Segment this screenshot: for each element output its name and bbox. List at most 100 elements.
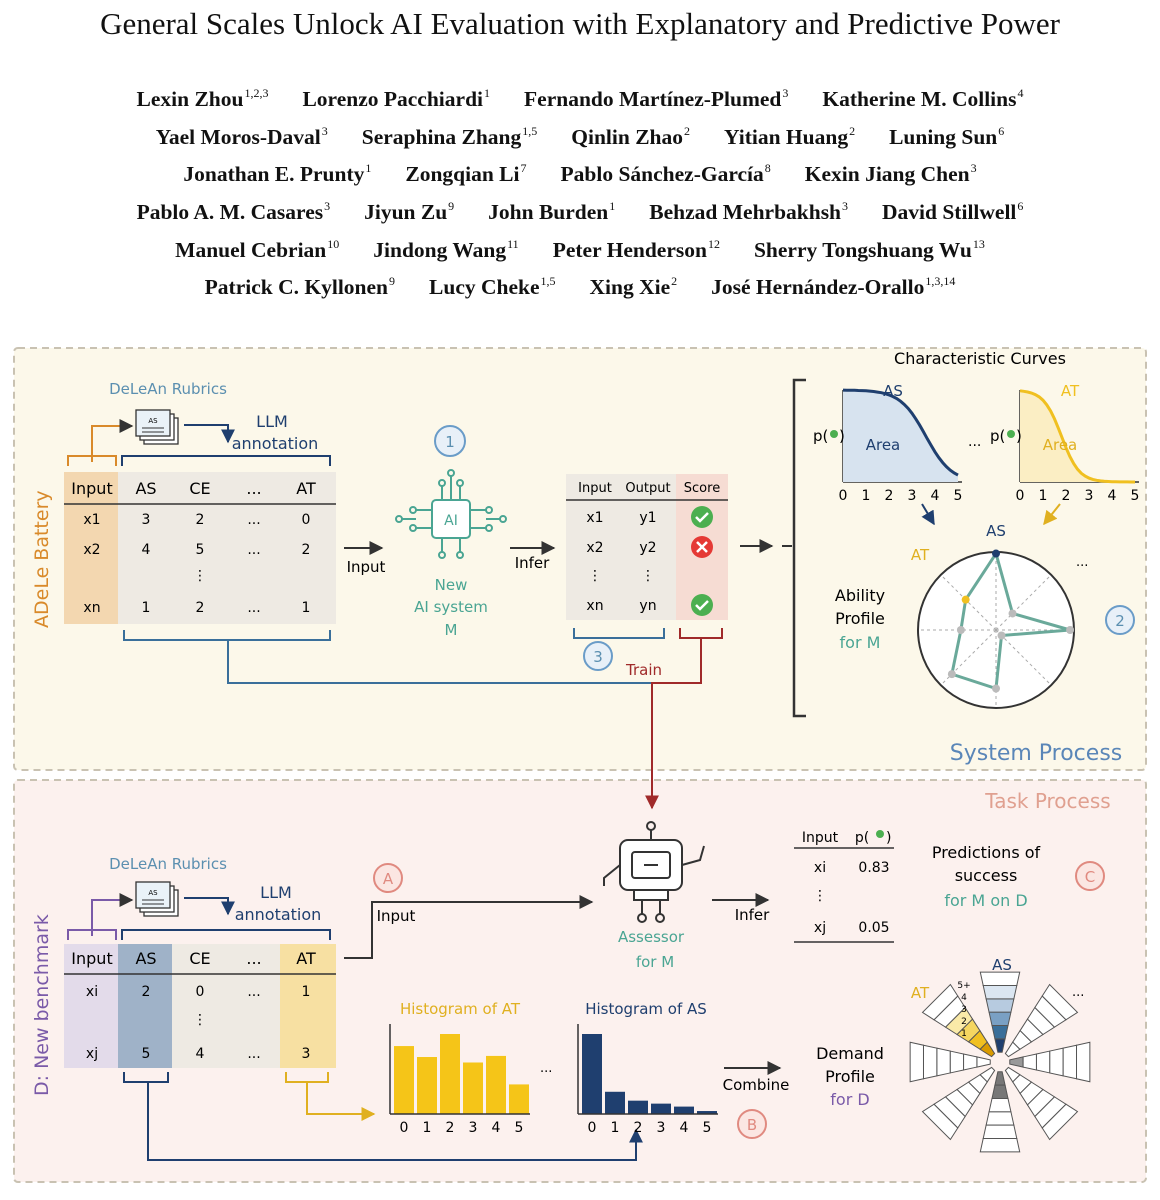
demand-segment (1035, 1050, 1051, 1074)
histogram-bar (651, 1103, 671, 1114)
demand-level-label: 1 (961, 1029, 967, 1039)
table-cell: ⋮ (193, 1012, 207, 1028)
success-check-icon (691, 594, 713, 616)
table-cell: x1 (83, 512, 100, 528)
table-header: Input (578, 481, 612, 496)
author-affiliation: 6 (998, 123, 1005, 138)
table-header: Score (684, 481, 720, 496)
step-c-marker: C (1085, 868, 1095, 886)
histogram-tick-label: 2 (446, 1120, 455, 1136)
svg-text:AS: AS (148, 889, 158, 897)
author-name: José Hernández-Orallo1,3,14 (711, 274, 956, 300)
demand-segment (979, 971, 1021, 986)
combine-label: Combine (723, 1076, 790, 1094)
infer-label-top: Infer (515, 554, 550, 572)
demand-segment (1062, 1044, 1078, 1080)
histogram-bar (509, 1084, 529, 1114)
assessor-label-1: Assessor (618, 928, 685, 946)
table-cell: 2 (302, 542, 311, 558)
rubrics-label-bottom: DeLeAn Rubrics (109, 855, 227, 873)
check-mark (695, 512, 709, 523)
histogram-tick-label: 2 (634, 1120, 643, 1136)
demand-segment (909, 1041, 924, 1083)
train-assessor-arrow (645, 638, 702, 810)
predictions-label-1: Predictions of (932, 843, 1041, 862)
author-affiliation: 3 (324, 199, 331, 214)
table-cell: ⋮ (641, 568, 655, 584)
rubric-to-llm-arrow (184, 424, 235, 444)
table-cell: ⋮ (813, 888, 827, 904)
author-affiliation: 9 (389, 274, 396, 289)
radar-point (992, 684, 1000, 693)
histogram-tick-label: 0 (400, 1120, 409, 1136)
author-affiliation: 3 (970, 161, 977, 176)
table-header: AS (135, 479, 156, 498)
author-affiliation: 2 (849, 123, 856, 138)
histogram-bar (486, 1055, 506, 1114)
author-affiliation: 1,5 (540, 274, 556, 289)
radar-at-label: AT (911, 546, 930, 564)
demand-segment (988, 1011, 1012, 1027)
table-cell: 2 (196, 512, 205, 528)
radar-ellipsis: ... (1076, 555, 1088, 570)
demand-segment (982, 984, 1018, 1000)
demand-segment (936, 1047, 951, 1077)
step-2-marker: 2 (1115, 612, 1125, 630)
curve-tick-label: 2 (1062, 488, 1071, 504)
demand-level-label: 5+ (957, 981, 970, 991)
author-affiliation: 1 (609, 199, 616, 214)
author-affiliation: 13 (972, 236, 985, 251)
author-name: Sherry Tongshuang Wu13 (753, 236, 985, 262)
author-name: Pablo Sánchez-García8 (560, 161, 771, 187)
success-check-icon (691, 506, 713, 528)
histogram-bar (582, 1034, 602, 1114)
curve-area (1020, 390, 1135, 482)
curve-tick-label: 2 (885, 488, 894, 504)
histogram-bar (394, 1046, 414, 1114)
author-name: Lorenzo Pacchiardi1 (302, 86, 491, 111)
table-header: Input (802, 830, 839, 846)
annotation-label-bottom: annotation (235, 905, 322, 924)
ability-profile-radar (917, 549, 1075, 709)
table-cell: ... (247, 984, 260, 1000)
curve-tick-label: 5 (954, 488, 963, 504)
demand-segment (985, 998, 1015, 1013)
curve-series-label: AS (883, 382, 903, 400)
author-name: Peter Henderson12 (552, 236, 720, 262)
step-1-marker: 1 (445, 433, 455, 451)
author-affiliation: 9 (448, 199, 455, 214)
curves-ellipsis: ... (968, 434, 981, 450)
curve-y-label-close: ) (1016, 427, 1022, 445)
radar-spoke (995, 629, 1052, 686)
table-cell: yn (639, 598, 656, 614)
histogram-bar (628, 1100, 648, 1114)
demand-segment (949, 1050, 965, 1074)
histogram-tick-label: 3 (469, 1120, 478, 1136)
annotation-label-top: annotation (232, 434, 319, 453)
author-name: Pablo A. M. Casares3 (136, 199, 331, 225)
demand-level-label: 4 (961, 993, 967, 1003)
new-system-label-2: AI system (414, 598, 488, 616)
table-header: CE (189, 479, 210, 498)
histogram-tick-label: 4 (492, 1120, 501, 1136)
curve-series-label: AT (1061, 382, 1080, 400)
success-dot-icon (1007, 430, 1015, 438)
author-name: Katherine M. Collins4 (822, 86, 1024, 111)
table-cell: 4 (142, 542, 151, 558)
infer-label-bottom: Infer (735, 906, 770, 924)
author-affiliation: 2 (684, 123, 691, 138)
curve-y-label-close: ) (839, 427, 845, 445)
svg-text:AI: AI (444, 513, 458, 529)
system-process-label: System Process (950, 741, 1123, 766)
author-name: Qinlin Zhao2 (571, 123, 691, 149)
input-to-rubric-arrow (91, 419, 134, 462)
new-benchmark-label: D: New benchmark (31, 914, 53, 1096)
success-dot-icon (830, 430, 838, 438)
table-cell: 2 (196, 600, 205, 616)
table-cell: y1 (639, 510, 656, 526)
author-affiliation: 6 (1017, 199, 1024, 214)
